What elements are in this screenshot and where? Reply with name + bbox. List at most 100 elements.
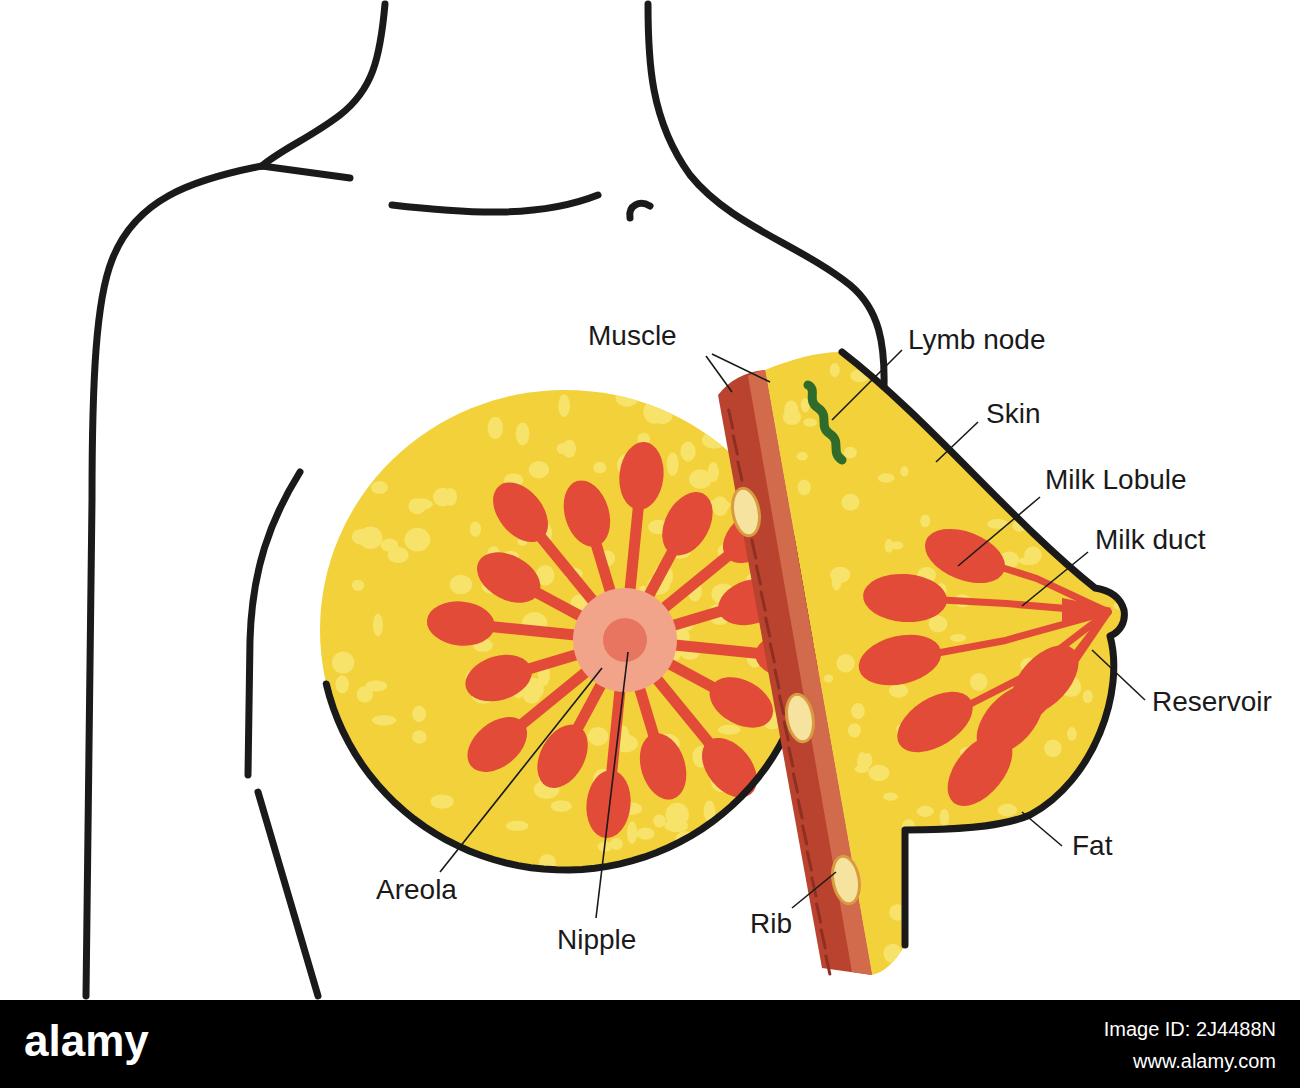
part-label: Lymb node bbox=[908, 324, 1046, 356]
leader-line bbox=[1092, 650, 1145, 700]
fat-dot bbox=[766, 769, 778, 786]
part-label: Rib bbox=[750, 908, 792, 940]
fat-dot bbox=[952, 874, 973, 893]
fat-dot bbox=[953, 852, 967, 863]
fat-dot bbox=[883, 944, 901, 963]
muscle-fiber bbox=[821, 930, 825, 948]
milk-lobule bbox=[482, 472, 559, 552]
fat-dot bbox=[667, 453, 679, 476]
fat-dot bbox=[488, 417, 503, 439]
fat-dot bbox=[998, 804, 1018, 817]
fat-dot bbox=[588, 727, 609, 746]
fat-dot bbox=[689, 838, 707, 851]
muscle-fiber bbox=[793, 774, 797, 792]
fat-dot bbox=[759, 819, 775, 834]
fat-dot bbox=[889, 684, 908, 698]
fat-dot bbox=[470, 522, 481, 537]
fat-dot bbox=[328, 787, 340, 800]
part-label: Fat bbox=[1072, 830, 1112, 862]
fat-dot bbox=[848, 723, 861, 737]
leader-line bbox=[596, 652, 628, 918]
milk-lobule bbox=[460, 647, 538, 709]
fat-dot bbox=[1106, 903, 1125, 917]
muscle-fiber bbox=[803, 826, 807, 844]
leader-line bbox=[1022, 812, 1062, 846]
milk-lobule bbox=[616, 440, 667, 512]
milk-lobule bbox=[999, 633, 1091, 727]
fat-dot bbox=[516, 422, 530, 445]
fat-dot bbox=[362, 786, 376, 800]
fat-dot bbox=[885, 539, 893, 553]
neck-line bbox=[262, 4, 385, 166]
fat-dot bbox=[431, 794, 454, 808]
fat-dot bbox=[796, 452, 807, 461]
leader-line bbox=[958, 497, 1040, 566]
fat-dot bbox=[844, 447, 857, 459]
fat-dot bbox=[1006, 470, 1014, 478]
fat-dot bbox=[920, 514, 930, 527]
muscle-fiber bbox=[766, 618, 770, 636]
fat-dot bbox=[954, 889, 974, 902]
fat-dot bbox=[929, 615, 948, 632]
fat-dot bbox=[373, 613, 383, 636]
fat-dot bbox=[1102, 772, 1112, 785]
fat-dot bbox=[1006, 941, 1026, 959]
reservoir-shape bbox=[1062, 598, 1112, 628]
milk-lobule bbox=[861, 571, 948, 625]
watermark: www.alamy.com bbox=[1133, 1050, 1276, 1073]
fat-dot bbox=[1114, 755, 1128, 769]
part-label: Skin bbox=[986, 398, 1040, 430]
fat-dot bbox=[312, 448, 328, 458]
fat-dot bbox=[718, 725, 741, 735]
shoulder-line bbox=[262, 166, 350, 178]
muscle-fiber bbox=[789, 748, 793, 766]
fat-dot bbox=[1107, 365, 1117, 383]
fat-dot bbox=[768, 801, 793, 815]
breast-tissue bbox=[320, 390, 810, 870]
fat-dot bbox=[756, 667, 765, 681]
torso-line bbox=[258, 792, 318, 996]
fat-dot bbox=[851, 703, 865, 719]
fat-dot bbox=[764, 759, 786, 769]
fat-dot bbox=[371, 481, 388, 494]
part-label: Milk duct bbox=[1095, 524, 1205, 556]
fat-dot bbox=[921, 367, 938, 376]
fat-dot bbox=[352, 529, 372, 545]
fat-dot bbox=[836, 654, 854, 672]
muscle-fiber bbox=[756, 566, 760, 584]
milk-lobule bbox=[917, 518, 1013, 593]
fat-dot bbox=[951, 423, 967, 434]
fat-dot bbox=[376, 404, 386, 426]
muscle-fiber bbox=[752, 540, 756, 558]
fat-dot bbox=[352, 580, 364, 591]
fat-dot bbox=[995, 850, 1016, 868]
fat-dot bbox=[365, 680, 387, 691]
fat-dot bbox=[627, 821, 637, 844]
fat-dot bbox=[335, 675, 349, 693]
fat-dot bbox=[315, 776, 340, 797]
fat-dot bbox=[1092, 357, 1113, 368]
part-label: Areola bbox=[376, 874, 457, 906]
watermark: Image ID: 2J4488N bbox=[1104, 1018, 1276, 1041]
fat-dot bbox=[529, 461, 550, 478]
milk-duct bbox=[630, 496, 639, 591]
fat-dot bbox=[332, 652, 354, 674]
fat-dot bbox=[387, 408, 405, 423]
fat-dot bbox=[1117, 501, 1137, 511]
fat-dot bbox=[636, 828, 654, 840]
fat-dot bbox=[883, 793, 898, 801]
rib-bone bbox=[829, 854, 863, 906]
fat-dot bbox=[987, 519, 1008, 529]
milk-lobule bbox=[457, 706, 537, 783]
fat-dot bbox=[558, 394, 570, 417]
leader-line bbox=[1022, 552, 1088, 606]
fat-dot bbox=[551, 800, 572, 812]
fat-dot bbox=[313, 825, 328, 838]
fat-dot bbox=[830, 567, 850, 583]
part-label: Milk Lobule bbox=[1045, 464, 1187, 496]
fat-dot bbox=[968, 451, 988, 468]
milk-duct bbox=[481, 626, 576, 635]
fat-dot bbox=[643, 400, 664, 424]
fat-dot bbox=[593, 462, 606, 474]
fat-dot bbox=[1092, 349, 1113, 365]
